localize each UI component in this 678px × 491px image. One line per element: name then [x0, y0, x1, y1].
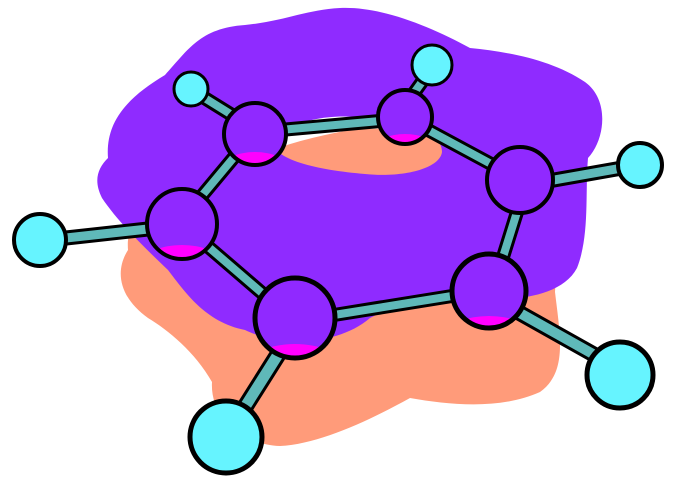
- carbon-atom: [252, 275, 338, 361]
- hydrogen-atoms: [12, 43, 664, 476]
- carbon-atoms: [145, 88, 555, 361]
- hydrogen-atom: [410, 43, 454, 87]
- ch-bond: [58, 221, 156, 246]
- ch-bond: [510, 304, 608, 366]
- back-cc-bond: [273, 114, 387, 137]
- hydrogen-atom: [187, 398, 265, 476]
- carbon-atom: [145, 187, 219, 261]
- carbon-atom: [222, 101, 288, 167]
- ch-bond: [196, 90, 239, 122]
- hydrogen-atom: [584, 339, 656, 411]
- cc-bond: [198, 237, 269, 300]
- carbon-atom: [449, 251, 529, 331]
- cc-bond: [421, 123, 500, 172]
- hydrogen-atom: [12, 212, 68, 268]
- cc-bond: [327, 289, 459, 322]
- cc-bond: [496, 205, 524, 264]
- ch-bond: [546, 160, 630, 188]
- hydrogen-atom: [172, 70, 210, 108]
- carbon-atom: [485, 145, 555, 215]
- hydrogen-atom: [616, 141, 664, 189]
- carbon-atom: [376, 88, 434, 146]
